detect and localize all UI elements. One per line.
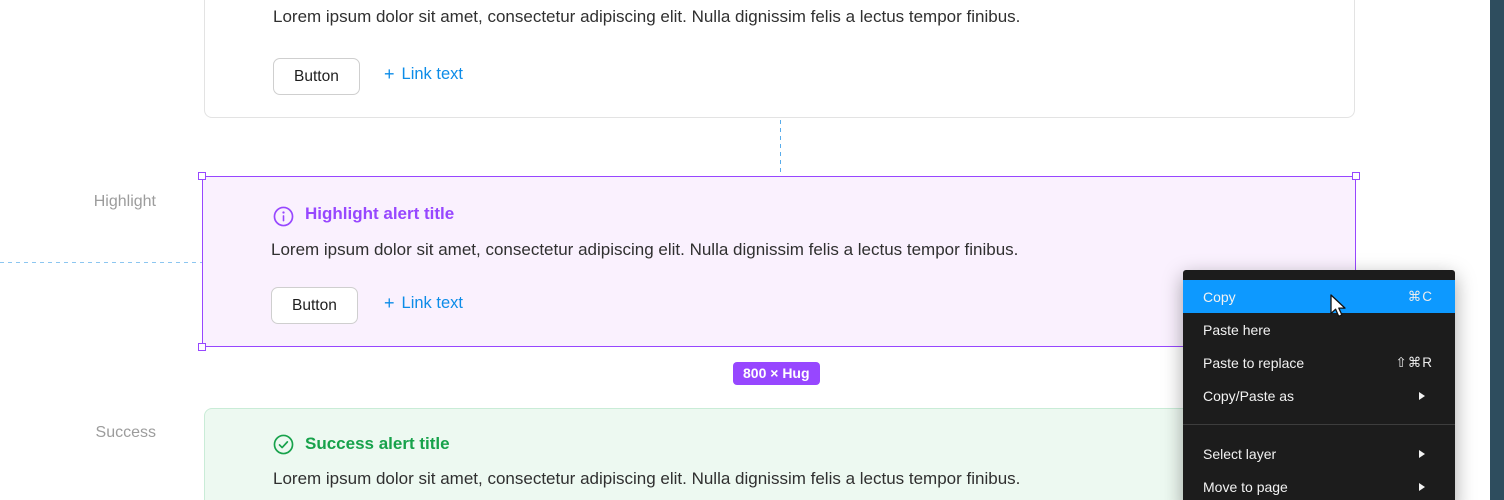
check-circle-icon xyxy=(273,434,294,455)
alert-button[interactable]: Button xyxy=(271,287,358,324)
menu-item-label: Copy xyxy=(1203,288,1236,305)
alert-body: Lorem ipsum dolor sit amet, consectetur … xyxy=(273,7,1021,26)
menu-item-copy[interactable]: Copy ⌘C xyxy=(1183,280,1455,313)
alignment-guide-horizontal xyxy=(0,262,202,263)
plus-icon: + xyxy=(384,64,395,84)
menu-item-label: Paste to replace xyxy=(1203,354,1305,371)
row-label-highlight: Highlight xyxy=(93,193,156,210)
info-icon xyxy=(273,206,294,227)
submenu-arrow-icon xyxy=(1419,449,1425,458)
submenu-arrow-icon xyxy=(1419,482,1425,491)
alert-body: Lorem ipsum dolor sit amet, consectetur … xyxy=(271,240,1019,259)
alert-title: Success alert title xyxy=(305,434,450,453)
menu-item-label: Copy/Paste as xyxy=(1203,387,1295,404)
selection-handle[interactable] xyxy=(1352,172,1360,180)
alert-card-success[interactable]: Success alert title Lorem ipsum dolor si… xyxy=(204,408,1355,500)
submenu-arrow-icon xyxy=(1419,391,1425,400)
shortcut-label: ⇧⌘R xyxy=(1395,354,1433,370)
alert-link[interactable]: + Link text xyxy=(384,64,463,85)
menu-item-copy-paste-as[interactable]: Copy/Paste as xyxy=(1183,379,1455,412)
alert-title: Highlight alert title xyxy=(305,204,455,223)
alert-card-default[interactable]: Lorem ipsum dolor sit amet, consectetur … xyxy=(204,0,1355,118)
row-label-success: Success xyxy=(95,424,156,441)
selection-handle[interactable] xyxy=(198,343,206,351)
menu-item-paste-here[interactable]: Paste here xyxy=(1183,313,1455,346)
shortcut-label: ⌘C xyxy=(1407,288,1433,304)
menu-separator xyxy=(1183,424,1455,425)
size-badge: 800 × Hug xyxy=(733,362,820,385)
alert-link[interactable]: + Link text xyxy=(384,293,463,314)
menu-item-label: Select layer xyxy=(1203,445,1277,462)
menu-item-move-to-page[interactable]: Move to page xyxy=(1183,470,1455,500)
alert-card-highlight[interactable]: Highlight alert title Lorem ipsum dolor … xyxy=(198,172,1360,351)
plus-icon: + xyxy=(384,293,395,313)
alert-body: Lorem ipsum dolor sit amet, consectetur … xyxy=(273,469,1021,488)
selection-handle[interactable] xyxy=(198,172,206,180)
menu-item-label: Paste here xyxy=(1203,321,1271,338)
context-menu: Copy ⌘C Paste here Paste to replace ⇧⌘R … xyxy=(1183,270,1455,500)
link-label: Link text xyxy=(401,65,463,83)
menu-item-label: Move to page xyxy=(1203,478,1288,495)
canvas-edge-panel xyxy=(1490,0,1504,500)
menu-item-select-layer[interactable]: Select layer xyxy=(1183,437,1455,470)
alert-button[interactable]: Button xyxy=(273,58,360,95)
mouse-cursor-icon xyxy=(1325,293,1349,324)
link-label: Link text xyxy=(401,294,463,312)
menu-item-paste-to-replace[interactable]: Paste to replace ⇧⌘R xyxy=(1183,346,1455,379)
